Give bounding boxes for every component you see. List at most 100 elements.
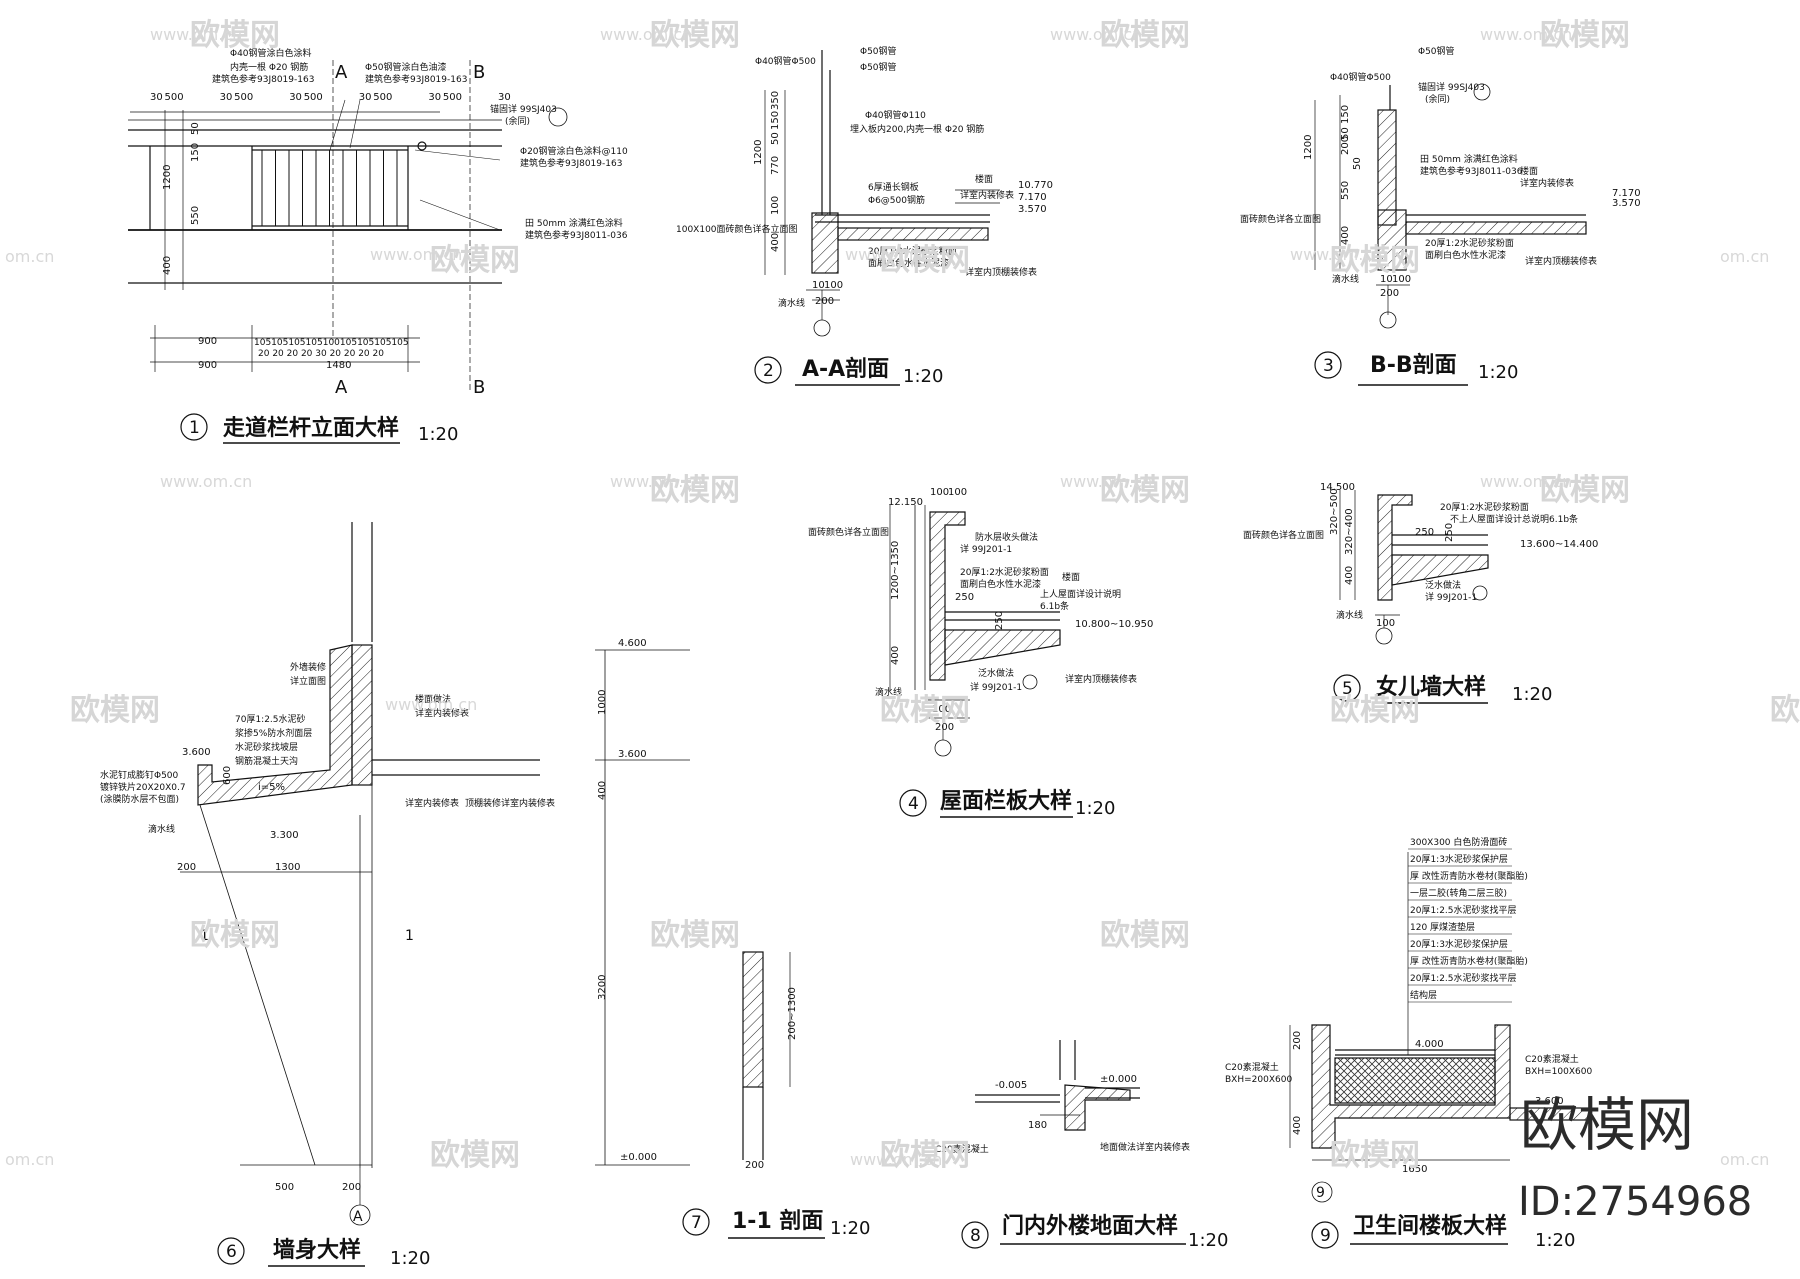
- d5-note: 20厚1:2水泥砂浆粉面: [1440, 501, 1529, 513]
- watermark-site: www.om.cn: [1050, 25, 1142, 44]
- d5-note: 泛水做法: [1425, 579, 1461, 591]
- d9-level: 3.600: [1535, 1096, 1564, 1107]
- watermark-brand: 欧模网: [190, 918, 280, 953]
- title-text: 1-1 剖面: [732, 1208, 823, 1234]
- d5-note: 不上人屋面详设计总说明6.1b条: [1450, 513, 1578, 525]
- detail-4-texts: 面砖颜色详各立面图 防水层收头做法 详 99J201-1 20厚1:2水泥砂浆粉…: [808, 487, 1153, 733]
- title-text: 墙身大样: [273, 1237, 361, 1263]
- d1-note: 锚固详 99SJ403: [490, 103, 557, 115]
- d6-slope: i=5%: [258, 782, 285, 793]
- d3-note: 详室内装修表: [1520, 177, 1574, 189]
- d5-dim: 100: [1376, 618, 1395, 629]
- d4-dim: 1200~1350: [890, 541, 901, 600]
- d6-level: ±0.000: [620, 1152, 657, 1163]
- title-text: 门内外楼地面大样: [1002, 1213, 1178, 1239]
- d3-note: 面刷白色水性水泥漆: [1425, 249, 1506, 261]
- d1-dim: 30: [498, 92, 511, 103]
- d4-dim: 100: [930, 487, 949, 498]
- title-scale: 1:20: [1188, 1230, 1228, 1251]
- title-text: 女儿墙大样: [1376, 674, 1486, 700]
- watermark-brand: 欧模网: [1100, 473, 1190, 508]
- d5-note: 详 99J201-1: [1425, 591, 1477, 603]
- d2-dim: 150: [770, 111, 781, 130]
- cut-mark-a: A: [335, 377, 348, 398]
- detail-8-door-floor: [975, 1040, 1140, 1131]
- d6-dim: 1000: [597, 690, 608, 715]
- d2-dim: 50: [770, 132, 781, 145]
- d6-note: (涂膜防水层不包面): [100, 793, 179, 805]
- d1-note: 内壳一根 Φ20 钢筋: [230, 61, 308, 73]
- d3-dim: 400: [1340, 226, 1351, 245]
- d9-level: 4.000: [1415, 1039, 1444, 1050]
- title-scale: 1:20: [1478, 362, 1518, 383]
- watermark-domain: om.cn: [5, 1150, 54, 1169]
- d5-dim: 250: [1415, 527, 1434, 538]
- d1-note: 建筑色参考93J8011-036: [525, 229, 628, 241]
- d2-note: 100X100面砖颜色详各立面图: [676, 223, 798, 235]
- watermarks: 欧模网欧模网欧模网欧模网欧模网欧模网欧模网欧模网欧模网欧模网欧模网欧模网欧模网欧…: [5, 18, 1800, 1173]
- d2-note: 20厚1:2水泥砂浆粉面: [868, 245, 957, 257]
- d8-note: 地面做法详室内装修表: [1100, 1141, 1190, 1153]
- watermark-brand: 欧模网: [1330, 243, 1420, 278]
- d4-dim: 250: [994, 611, 1005, 630]
- detail-2-section-aa: [764, 50, 1000, 337]
- d6-note: 钢筋混凝土天沟: [235, 755, 298, 767]
- detail-5-parapet-wall: [1339, 490, 1489, 645]
- d2-note: Φ40钢管Φ110: [865, 109, 926, 121]
- d2-dim: 400: [770, 233, 781, 252]
- d1-dim: 30: [150, 92, 163, 103]
- detail-4-roof-parapet: [889, 505, 1061, 757]
- d7-dim: 200: [745, 1160, 764, 1171]
- d6-note: 详室内装修表: [405, 797, 459, 809]
- d9-note: 厚 改性沥青防水卷材(聚酯胎): [1410, 870, 1528, 882]
- title-number: 4: [908, 794, 919, 814]
- d1-dim: 30: [428, 92, 441, 103]
- d2-note: Φ50钢管: [860, 61, 897, 73]
- d4-note: 详室内顶棚装修表: [1065, 673, 1137, 685]
- d1-dim: 30: [359, 92, 372, 103]
- d6-note: 镀锌铁片20X20X0.7: [100, 781, 186, 793]
- d1-note: Φ50钢管涂白色油漆: [365, 61, 447, 73]
- d6-dim: 1300: [275, 862, 300, 873]
- title-7: 7 1-1 剖面 1:20: [682, 1208, 870, 1239]
- d2-dim: 100: [770, 196, 781, 215]
- d2-dim: 1200: [753, 140, 764, 165]
- detail-3-section-bb: [1314, 83, 1587, 329]
- title-2: 2 A-A剖面 1:20: [754, 356, 943, 387]
- detail-7-section-11: [742, 951, 791, 1160]
- d4-note: 上人屋面详设计说明: [1040, 588, 1121, 600]
- watermark-brand: 欧模网: [1100, 18, 1190, 53]
- d1-dim: 900: [198, 336, 217, 347]
- d9-note: 300X300 白色防滑面砖: [1410, 836, 1507, 848]
- d1-dim: 30: [220, 92, 233, 103]
- d3-note: 滴水线: [1332, 273, 1359, 285]
- watermark-site: www.om.cn: [1480, 25, 1572, 44]
- watermark-brand: 欧模网: [70, 693, 160, 728]
- title-number: 9: [1320, 1226, 1331, 1246]
- watermark-site: www.om.cn: [600, 25, 692, 44]
- title-scale: 1:20: [903, 366, 943, 387]
- d4-dim: 250: [955, 592, 974, 603]
- d6-note: 70厚1:2.5水泥砂: [235, 713, 306, 725]
- d1-dim: 900: [198, 360, 217, 371]
- d3-dim: 50: [1340, 127, 1351, 140]
- d1-dim: 30: [289, 92, 302, 103]
- watermark-site: www.om.cn: [160, 472, 252, 491]
- d6-dim: 600: [222, 766, 233, 785]
- d3-note: Φ50钢管: [1418, 45, 1455, 57]
- detail-7-texts: 200~1300 200: [745, 987, 798, 1171]
- d1-note: 建筑色参考93J8019-163: [365, 73, 467, 85]
- watermark-domain: om.cn: [5, 247, 54, 266]
- watermark-site: www.om.cn: [385, 695, 477, 714]
- d1-note: 建筑色参考93J8019-163: [520, 157, 622, 169]
- d4-note: 楼面: [1062, 571, 1080, 583]
- watermark-brand: 欧模网: [880, 243, 970, 278]
- d9-note: BXH=100X600: [1525, 1067, 1592, 1077]
- d2-dim: 200: [815, 296, 834, 307]
- d2-level: 3.570: [1018, 204, 1047, 215]
- detail-6-texts: 外墙装修 详立面图 楼面做法 详室内装修表 70厚1:2.5水泥砂 浆掺5%防水…: [100, 638, 657, 1225]
- watermark-site: www.om.cn: [1060, 472, 1152, 491]
- d3-dim: 550: [1340, 181, 1351, 200]
